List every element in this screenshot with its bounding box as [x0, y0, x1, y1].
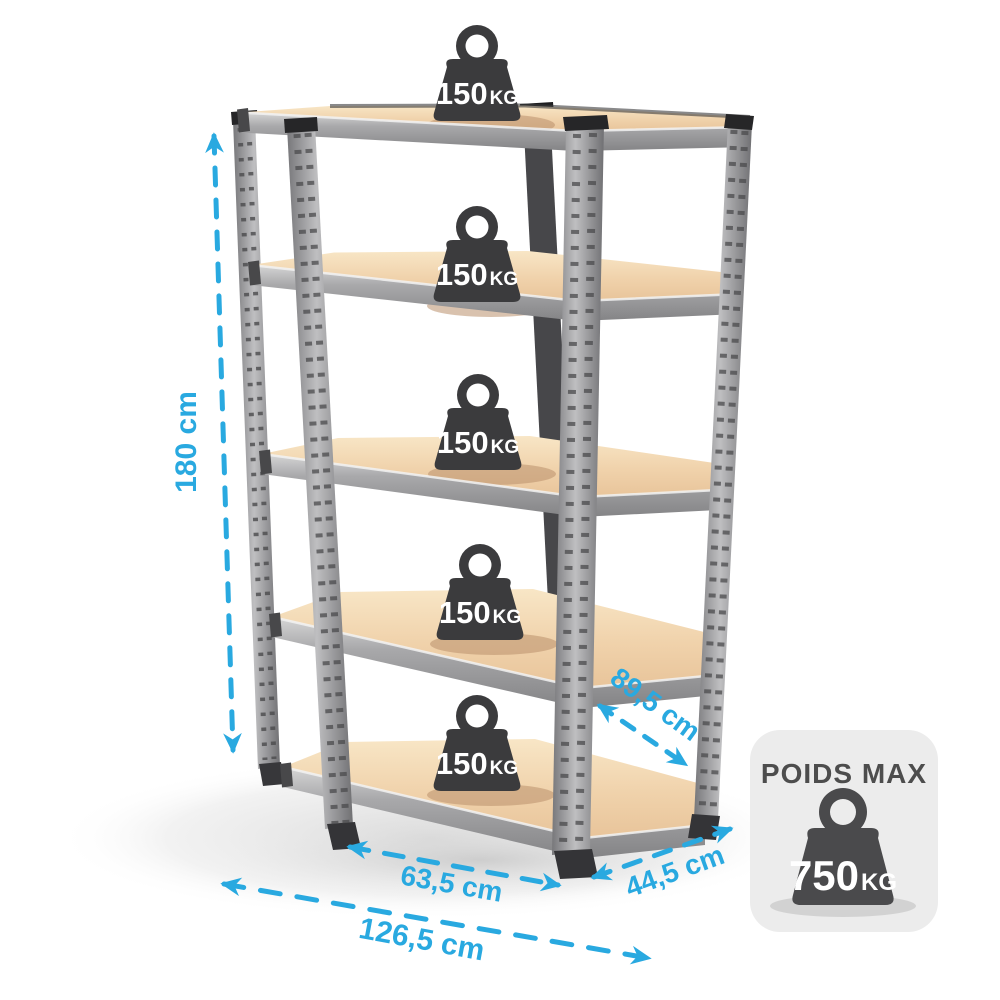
badge-title: POIDS MAX — [761, 758, 927, 789]
total-width-dimension-arrow — [220, 877, 652, 965]
depth-dimension-arrow — [596, 703, 689, 767]
back-left-post — [231, 110, 285, 786]
max-weight-badge: POIDS MAX 750KG — [750, 730, 938, 932]
front-corner-post — [552, 115, 609, 879]
badge-capacity-label: 750KG — [789, 852, 897, 899]
height-dimension-label: 180 cm — [170, 391, 203, 493]
badge-weight-icon: 750KG — [770, 788, 916, 917]
height-dimension: 180 cm — [170, 132, 242, 754]
height-dimension-arrow — [205, 132, 242, 754]
side-width-dimension-arrow — [590, 825, 734, 881]
